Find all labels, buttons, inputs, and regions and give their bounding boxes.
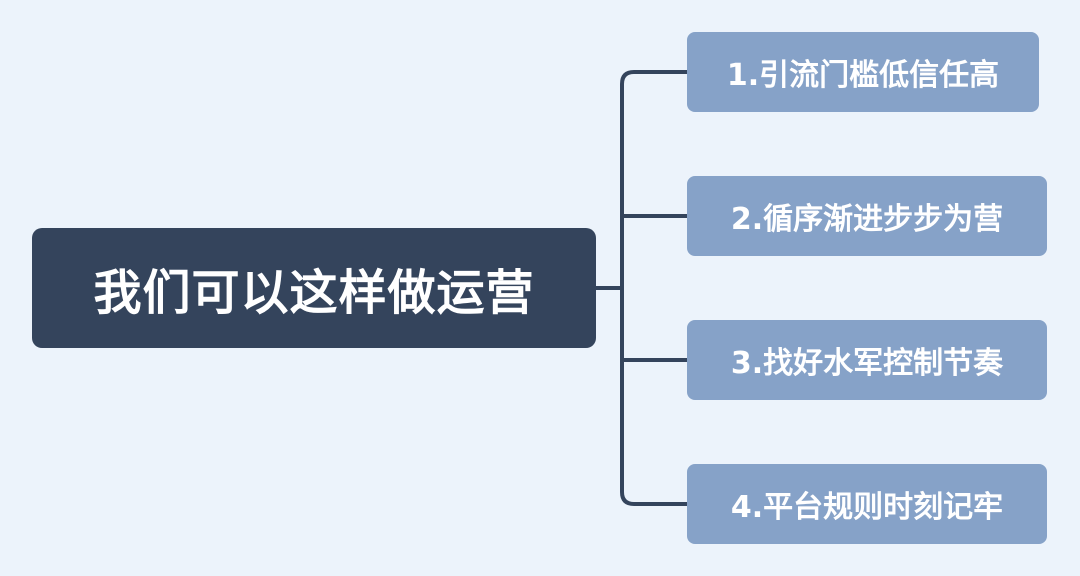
branch-node-4: 4.平台规则时刻记牢 [687, 464, 1047, 544]
branch-node-3: 3.找好水军控制节奏 [687, 320, 1047, 400]
root-node: 我们可以这样做运营 [32, 228, 596, 348]
root-node-label: 我们可以这样做运营 [93, 265, 535, 321]
branch-node-2: 2.循序渐进步步为营 [687, 176, 1047, 256]
branch-node-2-label: 2.循序渐进步步为营 [730, 202, 1004, 237]
branch-node-1: 1.引流门槛低信任高 [687, 32, 1039, 112]
connector-trunk [620, 70, 687, 506]
branch-node-4-label: 4.平台规则时刻记牢 [730, 490, 1004, 525]
branch-node-3-label: 3.找好水军控制节奏 [730, 346, 1004, 381]
branch-node-1-label: 1.引流门槛低信任高 [726, 58, 1000, 93]
